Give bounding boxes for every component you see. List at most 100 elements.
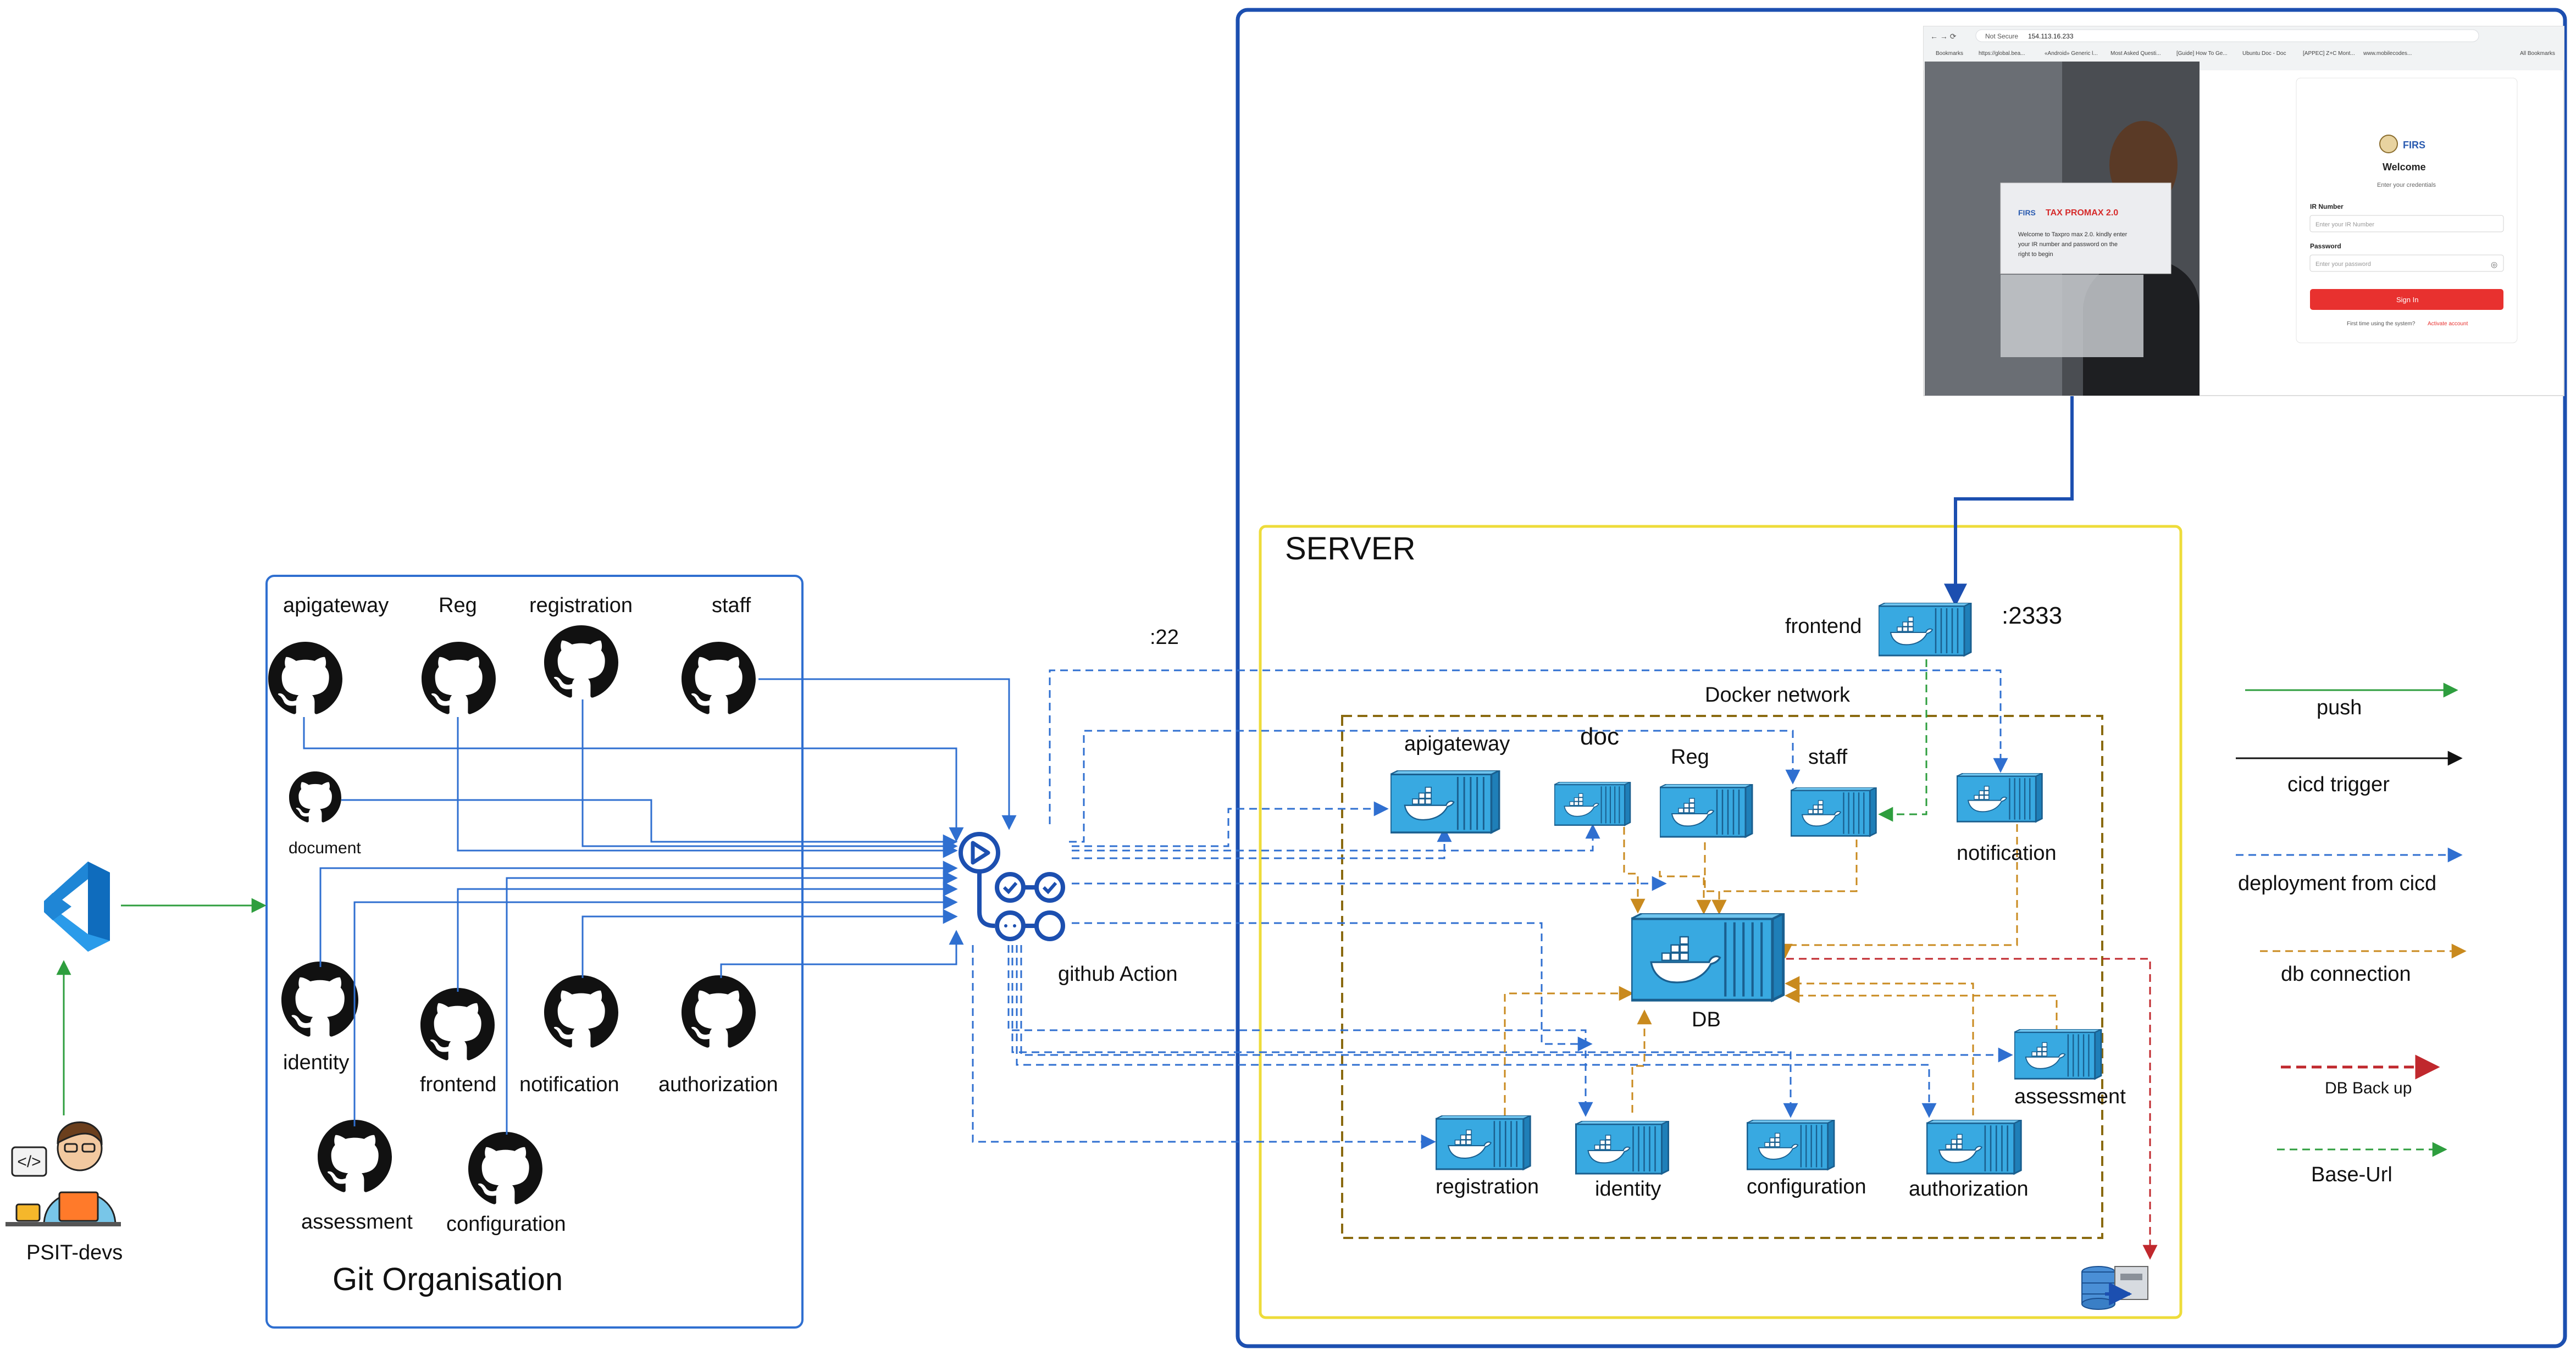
- legend-item-cicd-trigger: cicd trigger: [2236, 751, 2463, 796]
- backup-storage-icon: [2081, 1266, 2148, 1310]
- docker-container-icon: [1631, 913, 1783, 1000]
- legend-label: DB Back up: [2325, 1079, 2412, 1097]
- bookmarks-bar: Bookmarks https://global.bea... «Android…: [1936, 51, 2555, 57]
- bookmark[interactable]: [Guide] How To Ge...: [2176, 51, 2228, 57]
- container-authorization[interactable]: authorization: [1909, 1120, 2029, 1201]
- nav-buttons-icon[interactable]: ← → ⟳: [1930, 32, 1957, 41]
- container-label: staff: [1808, 746, 1848, 769]
- github-icon: [544, 975, 618, 1048]
- repo-label: apigateway: [283, 594, 389, 617]
- frontend-port: :2333: [2002, 602, 2062, 629]
- login-logo: FIRS: [2403, 140, 2425, 151]
- ssh-port-label: :22: [1150, 626, 1179, 649]
- container-assessment[interactable]: assessment: [2014, 1029, 2126, 1108]
- repo-frontend[interactable]: frontend: [420, 988, 496, 1096]
- repo-configuration[interactable]: configuration: [446, 1132, 566, 1236]
- legend-item-base-url: Base-Url: [2277, 1142, 2447, 1186]
- repo-notification[interactable]: notification: [519, 975, 619, 1096]
- docker-container-icon: [1575, 1121, 1670, 1175]
- docker-container-icon: [1660, 784, 1753, 838]
- repo-label: notification: [519, 1073, 619, 1096]
- container-staff[interactable]: staff: [1791, 746, 1877, 837]
- container-identity[interactable]: identity: [1575, 1121, 1670, 1201]
- password-placeholder: Enter your password: [2315, 261, 2371, 268]
- container-reg[interactable]: Reg: [1660, 746, 1753, 838]
- bookmark[interactable]: Ubuntu Doc - Doc: [2242, 51, 2286, 57]
- legend-label: db connection: [2281, 963, 2411, 986]
- screenshot-to-frontend-line: [1944, 396, 2074, 607]
- repo-label: frontend: [420, 1073, 496, 1096]
- repo-label: configuration: [446, 1213, 566, 1236]
- container-label: identity: [1595, 1177, 1661, 1201]
- address-text: 154.113.16.233: [2028, 32, 2074, 40]
- container-frontend[interactable]: frontend :2333: [1785, 602, 2062, 657]
- devs-label: PSIT-devs: [26, 1241, 123, 1264]
- bookmark[interactable]: «Android» Generic l...: [2045, 51, 2098, 57]
- eye-icon[interactable]: ◎: [2491, 260, 2497, 269]
- coat-of-arms-icon: [2379, 135, 2398, 153]
- frontend-screenshot: Not Secure 154.113.16.233 ← → ⟳ Bookmark…: [1923, 26, 2564, 396]
- container-label: frontend: [1785, 615, 1862, 638]
- repo-apigateway[interactable]: apigateway: [268, 594, 389, 714]
- container-configuration[interactable]: configuration: [1747, 1120, 1866, 1198]
- container-label: apigateway: [1404, 732, 1510, 756]
- activate-account-link[interactable]: Activate account: [2428, 321, 2468, 327]
- ir-number-input[interactable]: [2309, 215, 2504, 232]
- git-organisation-title: Git Organisation: [333, 1262, 563, 1297]
- vscode-icon: [44, 862, 110, 952]
- container-registration[interactable]: registration: [1436, 1115, 1539, 1198]
- bookmark[interactable]: Most Asked Questi...: [2110, 51, 2161, 57]
- docker-container-icon: [1926, 1120, 2022, 1175]
- legend-item-db-connection: db connection: [2260, 943, 2467, 986]
- repo-authorization[interactable]: authorization: [658, 975, 778, 1096]
- password-label: Password: [2310, 242, 2341, 250]
- address-bar[interactable]: [1975, 29, 2479, 42]
- repo-reg[interactable]: Reg: [422, 594, 496, 714]
- container-notification[interactable]: notification: [1957, 773, 2057, 865]
- repo-label: authorization: [658, 1073, 778, 1096]
- container-document[interactable]: [1554, 782, 1631, 826]
- sign-in-button[interactable]: [2310, 289, 2503, 310]
- bookmark[interactable]: www.mobilecodes...: [2363, 51, 2412, 57]
- db-connection-lines: [1504, 824, 2058, 1115]
- bookmark[interactable]: [APPEC] Z+C Mont...: [2303, 51, 2355, 57]
- first-time-text: First time using the system?: [2347, 321, 2416, 327]
- repo-label: Reg: [439, 594, 477, 617]
- doc-label: doc: [1580, 723, 1619, 750]
- bookmark[interactable]: Bookmarks: [1936, 51, 1963, 57]
- welcome-heading: Welcome: [2383, 162, 2426, 173]
- card-text: right to begin: [2018, 251, 2053, 258]
- container-label: authorization: [1909, 1177, 2029, 1201]
- docker-container-icon: [1879, 603, 1972, 657]
- docker-container-icon: [1747, 1120, 1835, 1170]
- password-input[interactable]: [2309, 254, 2504, 272]
- repo-registration[interactable]: registration: [529, 594, 633, 698]
- svg-text:</>: </>: [17, 1153, 41, 1171]
- container-apigateway[interactable]: apigateway: [1391, 732, 1510, 834]
- git-organisation-box: [265, 575, 804, 1329]
- repo-label: staff: [712, 594, 751, 617]
- legend-label: cicd trigger: [2287, 773, 2390, 796]
- github-icon: [268, 642, 342, 714]
- container-db[interactable]: DB: [1631, 913, 1783, 1031]
- docker-container-icon: [1554, 782, 1631, 826]
- repo-assessment[interactable]: assessment: [301, 1120, 413, 1234]
- repo-identity[interactable]: identity: [281, 962, 358, 1074]
- repo-staff[interactable]: staff: [682, 594, 756, 714]
- github-action-icon[interactable]: [959, 832, 1065, 941]
- card-text: your IR number and password on the: [2018, 241, 2118, 248]
- github-icon: [422, 642, 496, 714]
- docker-network-label: Docker network: [1705, 684, 1851, 707]
- legend-item-deployment: deployment from cicd: [2236, 847, 2463, 895]
- card-title: TAX PROMAX 2.0: [2046, 208, 2118, 218]
- welcome-card: [2000, 182, 2171, 274]
- bookmark[interactable]: All Bookmarks: [2520, 51, 2555, 57]
- github-icon: [281, 962, 358, 1037]
- github-icon: [289, 771, 341, 823]
- server-box: [1259, 525, 2182, 1319]
- github-icon: [420, 988, 495, 1060]
- bookmark[interactable]: https://global.bea...: [1979, 51, 2025, 57]
- docker-container-icon: [1791, 787, 1877, 837]
- repo-document[interactable]: document: [289, 771, 361, 857]
- github-icon: [468, 1132, 542, 1204]
